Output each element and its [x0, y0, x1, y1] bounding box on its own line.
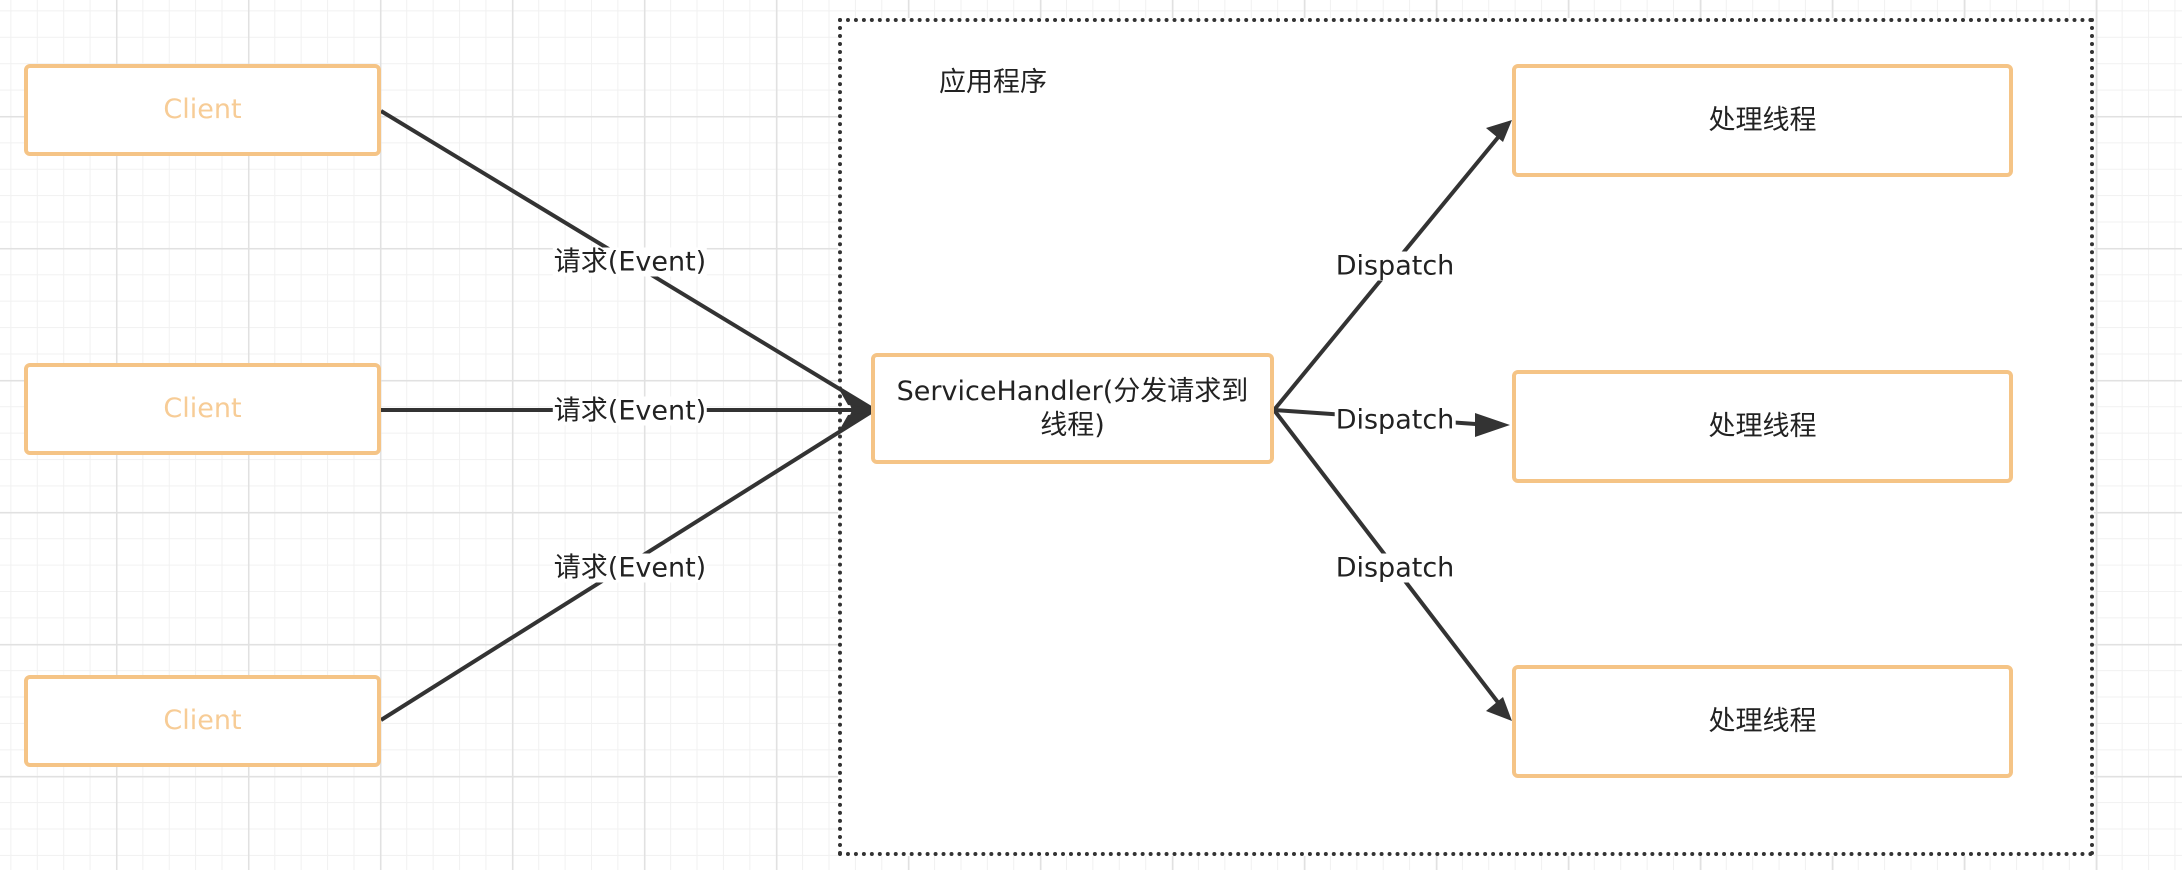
client-label: Client: [163, 705, 242, 737]
worker-thread-node-3[interactable]: 处理线程: [1512, 665, 2013, 778]
request-edge-label-1: 请求(Event): [552, 246, 708, 278]
arrowhead-worker-1: [1486, 120, 1512, 142]
dispatch-edge-label-3: Dispatch: [1334, 552, 1456, 584]
worker-thread-node-2[interactable]: 处理线程: [1512, 370, 2013, 483]
application-title: 应用程序: [939, 67, 1047, 98]
worker-thread-label: 处理线程: [1708, 410, 1817, 442]
arrowhead-into-handler-upper: [840, 391, 873, 408]
worker-thread-label: 处理线程: [1708, 705, 1817, 737]
worker-thread-label: 处理线程: [1708, 104, 1817, 136]
arrowhead-worker-2: [1475, 413, 1510, 437]
client-node-3[interactable]: Client: [24, 675, 381, 767]
service-handler-label: ServiceHandler(分发请求到线程): [896, 375, 1249, 441]
request-edge-label-2: 请求(Event): [552, 395, 708, 427]
dispatch-edge-label-1: Dispatch: [1334, 250, 1456, 282]
client-label: Client: [163, 94, 242, 126]
arrowhead-worker-3: [1486, 697, 1512, 721]
arrowhead-into-handler-lower: [840, 412, 873, 429]
worker-thread-node-1[interactable]: 处理线程: [1512, 64, 2013, 177]
request-edge-label-3: 请求(Event): [552, 552, 708, 584]
client-node-1[interactable]: Client: [24, 64, 381, 156]
client-label: Client: [163, 393, 242, 425]
dispatch-edge-label-2: Dispatch: [1334, 404, 1456, 436]
service-handler-node[interactable]: ServiceHandler(分发请求到线程): [871, 353, 1274, 464]
client-node-2[interactable]: Client: [24, 363, 381, 455]
